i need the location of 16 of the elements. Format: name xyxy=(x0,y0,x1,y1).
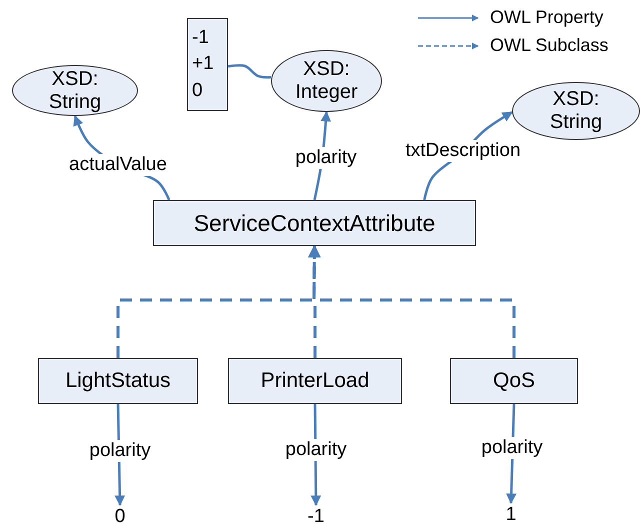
class-box: PrinterLoad xyxy=(228,358,402,404)
ellipse-node: XSD: Integer xyxy=(271,50,382,112)
class-box: ServiceContextAttribute xyxy=(153,200,476,246)
ellipse-node: XSD: String xyxy=(512,82,640,140)
class-box: LightStatus xyxy=(38,358,198,404)
legend-text: OWL Subclass xyxy=(490,35,608,56)
value-text: -1 xyxy=(308,506,324,527)
legend-text: OWL Property xyxy=(490,7,604,28)
ellipse-node: XSD: String xyxy=(12,65,138,116)
value-text: 0 xyxy=(114,506,126,527)
connector-line xyxy=(228,64,272,79)
value-list-box: -1 +1 0 xyxy=(187,18,228,111)
subclass-arrow xyxy=(308,244,516,358)
class-box: QoS xyxy=(450,358,578,404)
edge-label: actualValue xyxy=(67,154,169,176)
value-text: 1 xyxy=(506,504,516,526)
